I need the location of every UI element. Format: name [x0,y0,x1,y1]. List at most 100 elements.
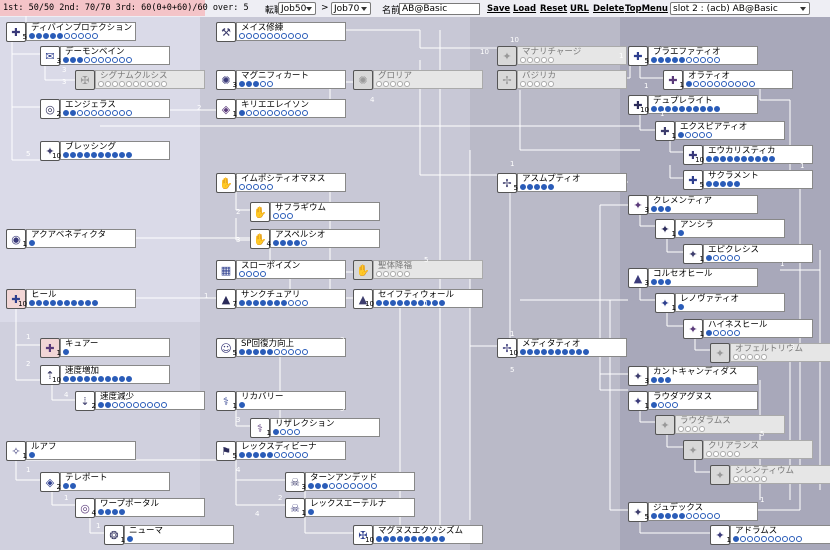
level-pip[interactable] [768,536,774,542]
level-pips[interactable] [127,536,133,544]
level-pip[interactable] [390,271,396,277]
speed-up-icon[interactable]: ⇡ [40,365,60,385]
level-pip[interactable] [112,81,118,87]
level-pip[interactable] [287,429,293,435]
level-pip[interactable] [527,349,533,355]
level-pips[interactable] [308,483,377,491]
level-pip[interactable] [686,106,692,112]
level-pip[interactable] [651,206,657,212]
level-pip[interactable] [672,402,678,408]
level-pip[interactable] [741,156,747,162]
level-pip[interactable] [658,106,664,112]
level-pip[interactable] [288,452,294,458]
level-pip[interactable] [714,57,720,63]
level-pip[interactable] [520,349,526,355]
scroll-icon[interactable]: ✉ [40,46,60,66]
level-pip[interactable] [693,57,699,63]
level-pip[interactable] [404,300,410,306]
level-pip[interactable] [727,181,733,187]
level-pip[interactable] [658,513,664,519]
level-pip[interactable] [91,376,97,382]
level-pip[interactable] [733,354,739,360]
level-pip[interactable] [432,300,438,306]
level-pip[interactable] [29,33,35,39]
level-pips[interactable] [63,57,132,65]
level-pip[interactable] [267,110,273,116]
silentium-icon[interactable]: ✦ [710,465,730,485]
level-pip[interactable] [71,33,77,39]
job-to-select[interactable]: Job70 [331,2,371,15]
slow-poison-icon[interactable]: ▦ [216,260,236,280]
level-pip[interactable] [707,106,713,112]
level-pip[interactable] [260,184,266,190]
level-pip[interactable] [397,81,403,87]
level-pip[interactable] [782,536,788,542]
level-pip[interactable] [678,230,684,236]
level-pip[interactable] [700,513,706,519]
level-pip[interactable] [91,57,97,63]
level-pips[interactable] [706,451,740,459]
level-pip[interactable] [754,354,760,360]
level-pip[interactable] [267,33,273,39]
renovatio-icon[interactable]: ✦ [655,293,675,313]
reset-link[interactable]: Reset [540,4,568,14]
level-pips[interactable] [239,33,308,41]
level-pip[interactable] [720,181,726,187]
level-pip[interactable] [734,156,740,162]
level-pip[interactable] [343,483,349,489]
level-pip[interactable] [267,184,273,190]
save-link[interactable]: Save [487,4,511,14]
level-pip[interactable] [714,81,720,87]
level-pip[interactable] [126,152,132,158]
level-pip[interactable] [63,349,69,355]
level-pip[interactable] [50,300,56,306]
level-pip[interactable] [390,81,396,87]
level-pip[interactable] [70,110,76,116]
level-pip[interactable] [71,300,77,306]
prayer-icon[interactable]: ✋ [250,202,270,222]
level-pip[interactable] [390,536,396,542]
level-pips[interactable] [651,402,678,410]
skill-slowpoison[interactable]: ▦スローポイズン [216,260,346,280]
level-pip[interactable] [140,402,146,408]
level-pips[interactable] [29,452,35,460]
level-pips[interactable] [98,509,125,517]
level-pip[interactable] [720,451,726,457]
level-pips[interactable] [239,452,308,460]
level-pip[interactable] [376,81,382,87]
level-pip[interactable] [700,57,706,63]
level-pip[interactable] [281,33,287,39]
level-pip[interactable] [761,536,767,542]
level-pip[interactable] [720,255,726,261]
level-pip[interactable] [672,57,678,63]
level-pips[interactable] [706,181,740,189]
level-pip[interactable] [686,57,692,63]
level-pip[interactable] [796,536,802,542]
skill-bss[interactable]: ✋聖体降福 [353,260,483,280]
level-pips[interactable] [706,255,740,263]
level-pip[interactable] [239,349,245,355]
level-pip[interactable] [260,300,266,306]
level-pip[interactable] [735,81,741,87]
level-pip[interactable] [541,349,547,355]
level-pip[interactable] [713,181,719,187]
level-pip[interactable] [154,402,160,408]
level-pips[interactable] [239,81,273,89]
level-pip[interactable] [672,106,678,112]
level-pip[interactable] [280,429,286,435]
level-pip[interactable] [308,509,314,515]
level-pip[interactable] [397,271,403,277]
